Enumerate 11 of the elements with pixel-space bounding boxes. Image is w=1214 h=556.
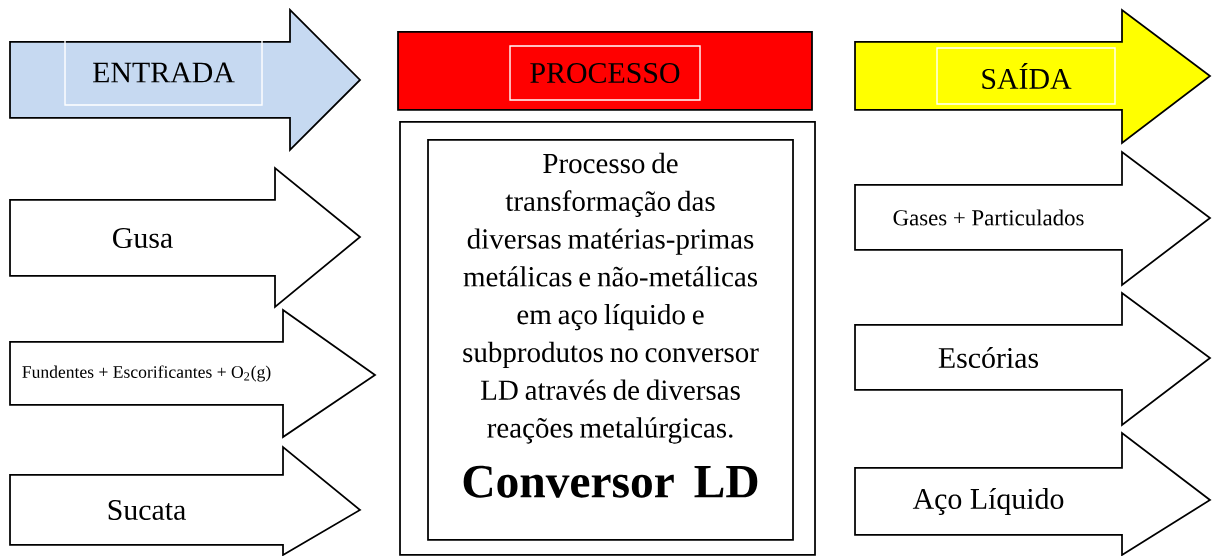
arrow-shaped-box: Aço Líquido [854,431,1212,556]
arrow-shaped-box: Fundentes + Escorificantes + O$_{2}$(g) [9,308,377,439]
arrow-shaped-box: SAÍDA [854,8,1212,145]
process-frame [399,121,816,556]
arrow-shaped-box: Sucata [9,445,362,556]
arrow-shaped-box: Gases + Particulados [854,150,1212,287]
arrow-shaped-box: ENTRADA [9,7,362,153]
arrow-shaped-box: Gusa [9,166,362,309]
header-box: PROCESSO [397,31,813,111]
arrow-shaped-box: Escórias [854,291,1212,427]
process-box: Processo de transformação das diversas matérias-primas metálicas e não-metálicas em aço líquido e subprodutos no conversor LD através de diversas reações metalúrgicas. Conversor LD [427,139,794,541]
